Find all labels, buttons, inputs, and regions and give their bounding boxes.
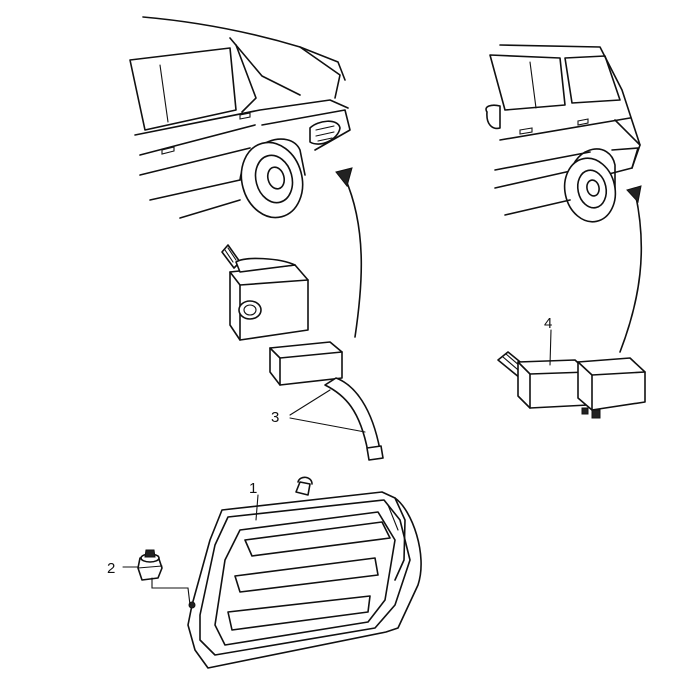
bulb-holder-housing	[221, 244, 309, 341]
estate-illustration	[485, 44, 641, 223]
callout-4: 4	[544, 315, 552, 332]
rear-lamp-housing	[187, 476, 422, 669]
nut-part-2	[137, 549, 163, 581]
callout-1: 1	[249, 480, 257, 497]
connector-with-cable	[269, 341, 384, 461]
arrow-to-estate	[619, 185, 643, 353]
bulb-holder-part-4	[497, 351, 646, 419]
leader-lines	[122, 329, 552, 606]
callout-3: 3	[271, 409, 279, 426]
arrow-to-sedan	[335, 167, 363, 338]
callout-2: 2	[107, 560, 115, 577]
sedan-illustration	[129, 16, 351, 219]
